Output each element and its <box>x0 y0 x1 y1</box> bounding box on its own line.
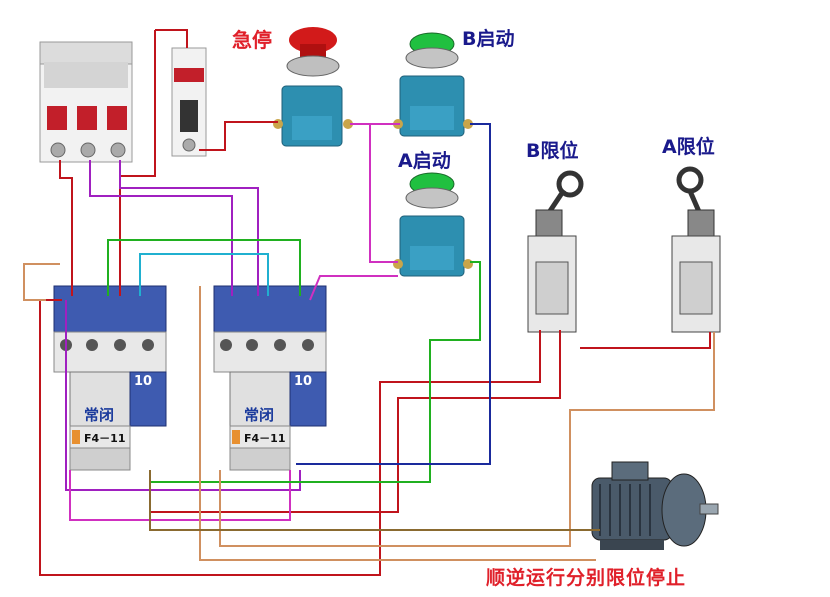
contactor-a <box>53 285 167 471</box>
limit-a-label: A限位 <box>662 136 715 158</box>
start-b-button <box>393 32 473 137</box>
contactor-b-model: F4－11 <box>244 432 286 445</box>
wires <box>23 29 715 576</box>
contactor-b-nc-label: 常闭 <box>244 406 275 424</box>
limit-switch-a <box>671 166 721 333</box>
limit-b-label: B限位 <box>526 140 579 162</box>
three-pole-breaker <box>39 41 133 163</box>
contactor-b <box>213 285 327 471</box>
start-b-label: B启动 <box>462 28 515 50</box>
diagram-title: 顺逆运行分别限位停止 <box>486 567 687 589</box>
start-a-label: A启动 <box>398 150 451 172</box>
contactor-a-number: 10 <box>134 374 153 389</box>
emergency-stop-label: 急停 <box>232 28 272 52</box>
contactor-a-nc-label: 常闭 <box>84 406 115 424</box>
limit-switch-b <box>527 170 584 333</box>
motor <box>591 461 719 550</box>
contactor-a-model: F4－11 <box>84 432 126 445</box>
start-a-button <box>393 172 473 277</box>
emergency-stop-button <box>273 27 353 147</box>
single-pole-breaker <box>171 47 207 157</box>
contactor-b-number: 10 <box>294 374 313 389</box>
